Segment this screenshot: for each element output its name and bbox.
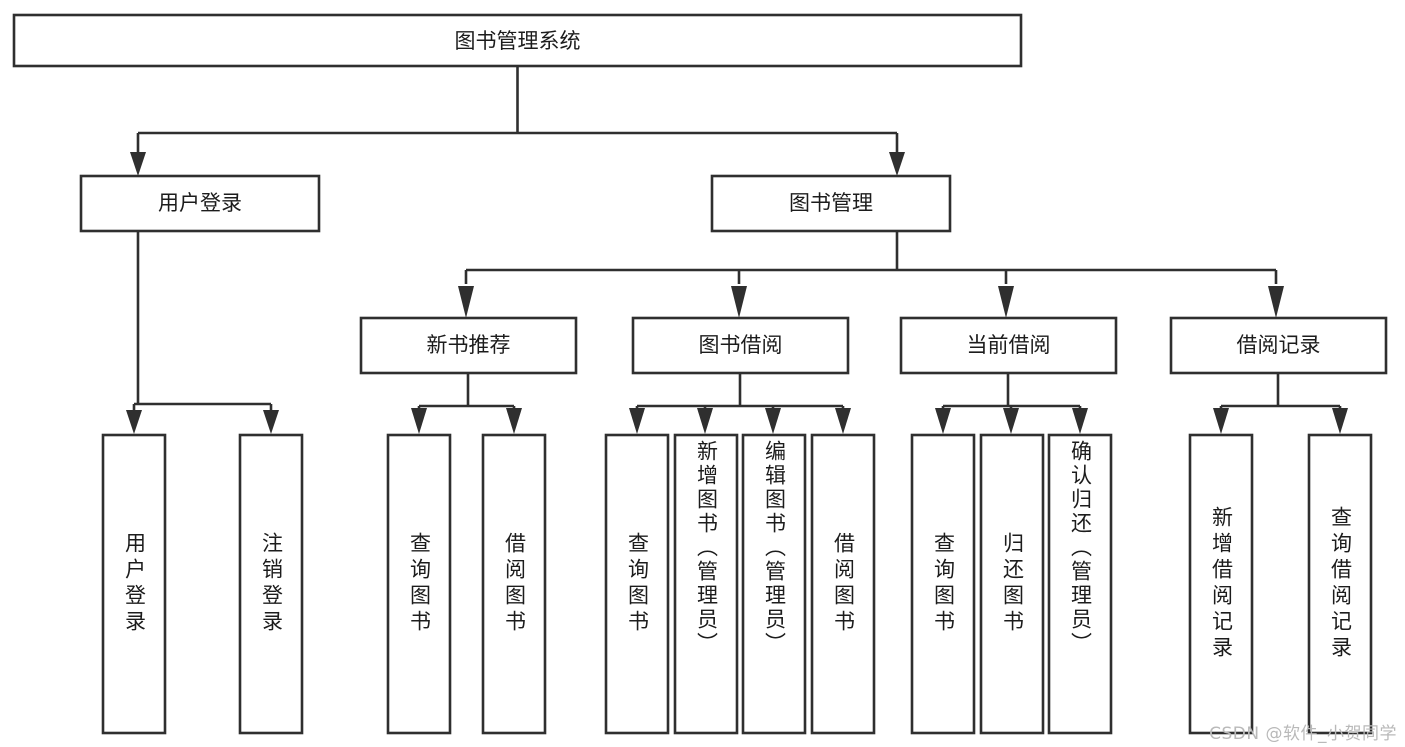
edges-layer — [126, 66, 1348, 434]
node-leaf-borrow-book-2[interactable] — [810, 433, 876, 735]
arrow-record-to-add — [1213, 408, 1229, 434]
node-leaf-edit-book[interactable] — [741, 433, 807, 735]
csdn-watermark: CSDN @软件_小贺同学 — [1209, 724, 1397, 744]
arrow-root-to-book-manage — [889, 152, 905, 176]
node-user-login-label: 用户登录 — [158, 191, 242, 215]
node-leaf-confirm-return[interactable] — [1047, 433, 1113, 735]
arrow-userlogin-to-leaf-2 — [263, 410, 279, 434]
arrow-userlogin-to-leaf-1 — [126, 410, 142, 434]
nodes-layer: 图书管理系统 用户登录 图书管理 新书推荐 图书借阅 — [12, 13, 1388, 735]
arrow-borrow-to-borrowbook — [835, 408, 851, 434]
arrow-bookmanage-to-current — [998, 286, 1014, 318]
node-borrow-record-label: 借阅记录 — [1237, 333, 1321, 357]
arrow-recommend-to-query — [411, 408, 427, 434]
node-book-manage-label: 图书管理 — [789, 191, 873, 215]
node-root-label: 图书管理系统 — [455, 29, 581, 53]
arrow-current-to-confirm — [1072, 408, 1088, 434]
node-leaf-logout[interactable] — [238, 433, 304, 735]
arrow-bookmanage-to-record — [1268, 286, 1284, 318]
node-borrow-record[interactable]: 借阅记录 — [1169, 316, 1388, 375]
node-leaf-query-record[interactable] — [1307, 433, 1373, 735]
node-current-borrow[interactable]: 当前借阅 — [899, 316, 1118, 375]
arrow-root-to-user-login — [130, 152, 146, 176]
node-leaf-user-login[interactable] — [101, 433, 167, 735]
arrow-current-to-return — [1003, 408, 1019, 434]
node-new-book-recommend[interactable]: 新书推荐 — [359, 316, 578, 375]
arrow-bookmanage-to-borrow — [731, 286, 747, 318]
arrow-record-to-query — [1332, 408, 1348, 434]
node-leaf-return-book[interactable] — [979, 433, 1045, 735]
node-root[interactable]: 图书管理系统 — [12, 13, 1023, 68]
arrow-recommend-to-borrow — [506, 408, 522, 434]
node-user-login[interactable]: 用户登录 — [79, 174, 321, 233]
arrow-borrow-to-edit — [765, 408, 781, 434]
arrow-borrow-to-add — [697, 408, 713, 434]
node-leaf-add-record[interactable] — [1188, 433, 1254, 735]
node-leaf-query-book-2[interactable] — [604, 433, 670, 735]
node-new-book-recommend-label: 新书推荐 — [427, 333, 511, 357]
node-book-borrow-label: 图书借阅 — [699, 333, 783, 357]
node-leaf-add-book[interactable] — [673, 433, 739, 735]
node-book-manage[interactable]: 图书管理 — [710, 174, 952, 233]
arrow-borrow-to-query — [629, 408, 645, 434]
node-leaf-query-book-1[interactable] — [386, 433, 452, 735]
node-current-borrow-label: 当前借阅 — [967, 333, 1051, 357]
node-leaf-query-book-3[interactable] — [910, 433, 976, 735]
node-leaf-borrow-book-1[interactable] — [481, 433, 547, 735]
node-book-borrow[interactable]: 图书借阅 — [631, 316, 850, 375]
arrow-current-to-query — [935, 408, 951, 434]
arrow-bookmanage-to-recommend — [458, 286, 474, 318]
